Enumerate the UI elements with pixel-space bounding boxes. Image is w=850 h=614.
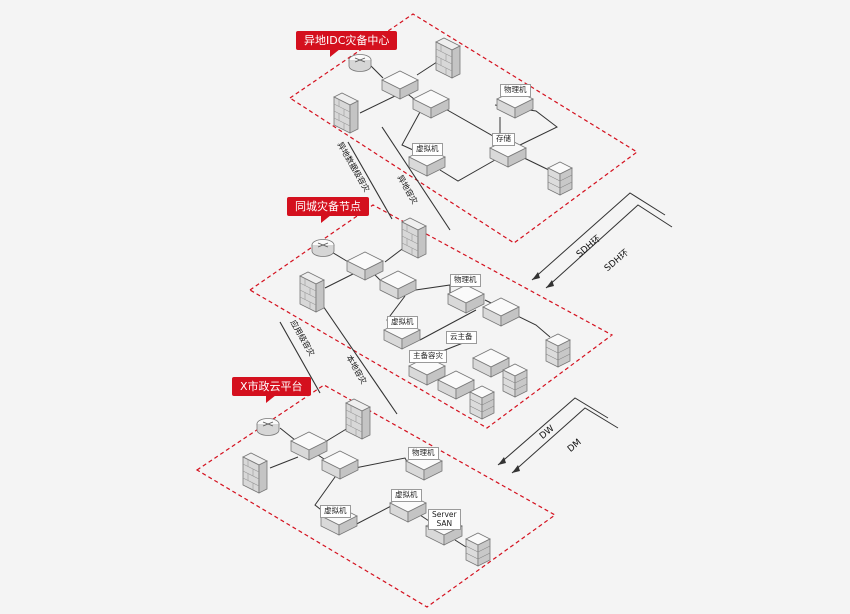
label-primary-backup: 主备容灾 [409,350,447,363]
router-icon [348,54,372,72]
tier-top-title: 异地IDC灾备中心 [296,31,398,57]
label-virtual: 虚拟机 [391,489,422,502]
firewall-icon [333,92,359,134]
firewall-icon [345,398,371,440]
storage-array-icon [469,385,495,420]
switch-icon [412,89,450,119]
firewall-icon [242,452,268,494]
router-box-icon [290,431,328,461]
label-server-san: Server SAN [428,509,461,531]
storage-array-icon [502,363,528,398]
firewall-icon [401,217,427,259]
router-icon [256,418,280,436]
storage-array-icon [465,532,491,567]
label-physical: 物理机 [408,447,439,460]
tier-mid-title: 同城灾备节点 [287,197,369,223]
label-physical: 物理机 [500,84,531,97]
firewall-icon [435,37,461,79]
firewall-icon [299,271,325,313]
storage-array-icon [545,333,571,368]
label-cloud-host: 云主备 [446,331,477,344]
router-box-icon [381,70,419,100]
label-virtual: 虚拟机 [387,316,418,329]
router-icon [311,239,335,257]
label-physical: 物理机 [450,274,481,287]
label-virtual: 虚拟机 [412,143,443,156]
switch-icon [379,270,417,300]
tier-mid-region [248,204,614,429]
switch-icon [321,450,359,480]
physical-server-icon [447,284,485,314]
tier-bottom-title: X市政云平台 [232,377,311,403]
router-box-icon [346,251,384,281]
tier-top-links [359,59,558,182]
label-storage: 存储 [492,133,515,146]
label-virtual: 虚拟机 [320,505,351,518]
storage-array-icon [547,161,573,196]
tier-bottom-region [195,384,557,608]
